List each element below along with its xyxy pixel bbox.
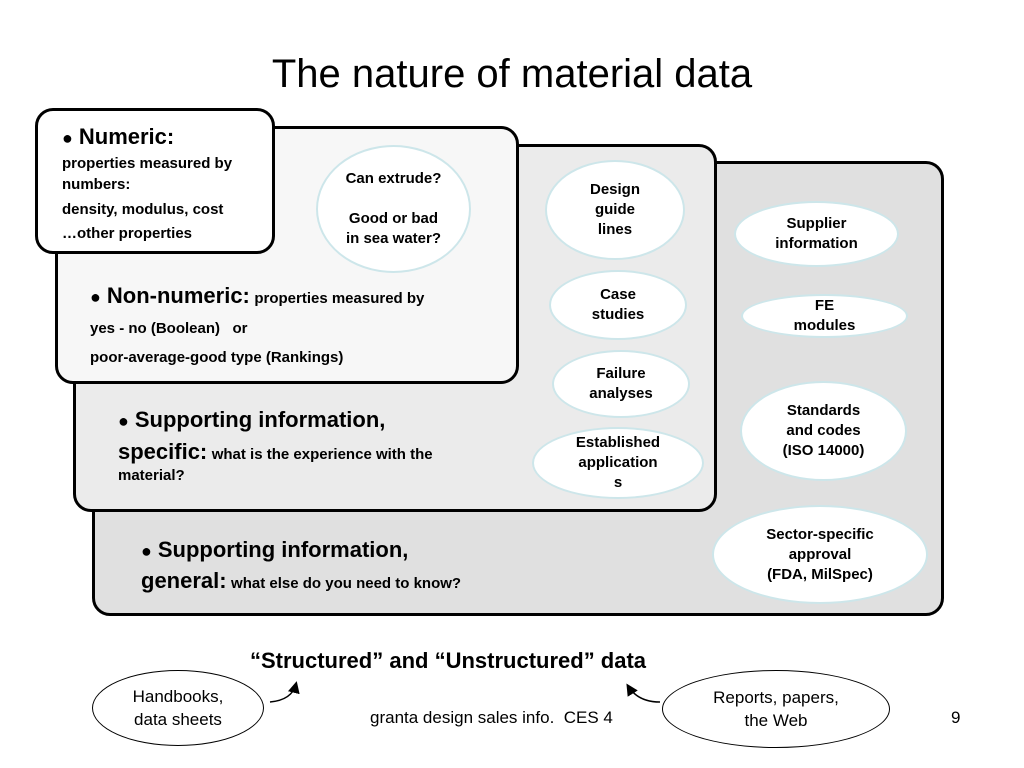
- failure-analyses-oval: Failure analyses: [552, 350, 690, 418]
- general-heading2-row: general: what else do you need to know?: [141, 568, 461, 595]
- handbooks-oval: Handbooks, data sheets: [92, 670, 264, 746]
- structured-unstructured-label: “Structured” and “Unstructured” data: [250, 648, 647, 673]
- specific-inline: what is the experience with the: [211, 446, 433, 463]
- case-studies-oval: Case studies: [549, 270, 687, 340]
- numeric-line2: density, modulus, cost: [62, 201, 224, 218]
- general-heading-row: ●Supporting information,: [141, 537, 409, 562]
- non-numeric-inline: properties measured by: [254, 290, 425, 307]
- reports-oval: Reports, papers, the Web: [662, 670, 890, 748]
- page-title: The nature of material data: [271, 52, 753, 96]
- numeric-heading: Numeric:: [78, 124, 175, 149]
- supplier-information-oval: Supplier information: [734, 201, 899, 267]
- established-applications-oval: Established application s: [532, 427, 704, 499]
- non-numeric-line3: poor-average-good type (Rankings): [90, 349, 344, 366]
- sector-approval-oval: Sector-specific approval (FDA, MilSpec): [712, 505, 928, 604]
- non-numeric-heading: Non-numeric:: [106, 283, 250, 308]
- specific-line2: material?: [118, 467, 185, 484]
- standards-codes-oval: Standards and codes (ISO 14000): [740, 381, 907, 481]
- specific-heading2-row: specific: what is the experience with th…: [118, 439, 433, 466]
- general-heading: Supporting information,: [157, 537, 409, 562]
- numeric-box: [35, 108, 275, 254]
- page-number: 9: [951, 708, 961, 727]
- footer-text: granta design sales info. CES 4: [370, 708, 613, 727]
- numeric-line1: properties measured by numbers:: [62, 155, 233, 193]
- numeric-line3: …other properties: [62, 225, 193, 242]
- design-guidelines-oval: Design guide lines: [545, 160, 685, 260]
- fe-modules-oval: FE modules: [741, 294, 908, 338]
- handbooks-arrow: [269, 681, 300, 703]
- reports-arrow: [626, 683, 661, 703]
- specific-heading: Supporting information,: [134, 407, 386, 432]
- general-heading2: general:: [141, 568, 227, 593]
- non-numeric-heading-row: ●Non-numeric: properties measured by: [90, 283, 425, 308]
- general-inline: what else do you need to know?: [231, 575, 462, 592]
- numeric-heading-row: ●Numeric:: [62, 124, 175, 149]
- specific-heading2: specific:: [118, 439, 208, 464]
- extrude-oval: Can extrude? Good or bad in sea water?: [316, 145, 471, 273]
- non-numeric-line2: yes - no (Boolean) or: [90, 320, 248, 337]
- specific-heading-row: ●Supporting information,: [118, 407, 386, 432]
